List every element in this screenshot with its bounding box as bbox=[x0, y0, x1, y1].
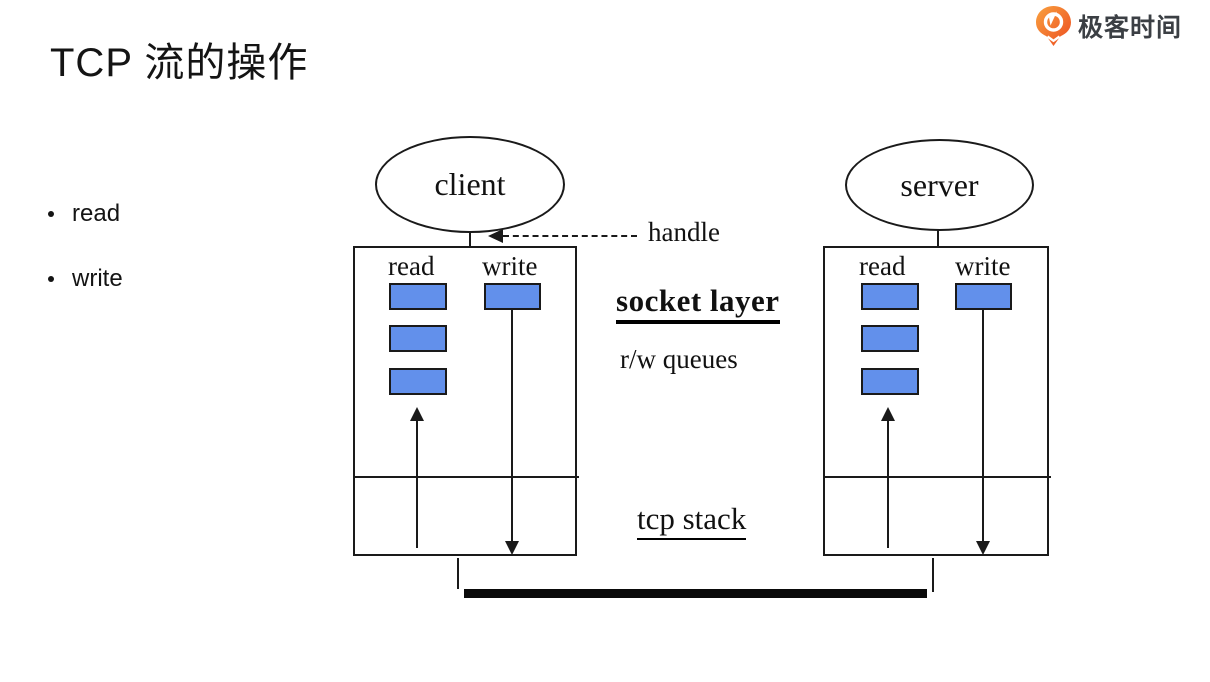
server-node-connector bbox=[937, 229, 939, 247]
client-box-divider bbox=[353, 476, 579, 478]
geektime-logo-icon bbox=[1036, 6, 1071, 46]
client-read-label: read bbox=[388, 251, 435, 281]
bullet-dot bbox=[48, 211, 54, 217]
server-box-divider bbox=[823, 476, 1051, 478]
server-write-label: write bbox=[955, 251, 1011, 281]
server-read-queue-item bbox=[861, 325, 919, 352]
bullet-dot bbox=[48, 276, 54, 282]
server-read-arrow-line bbox=[887, 420, 889, 548]
bullet-text: write bbox=[72, 265, 123, 292]
server-write-queue-item bbox=[955, 283, 1012, 310]
client-write-arrow-down-icon bbox=[505, 541, 519, 555]
bullet-list: read write bbox=[48, 200, 123, 330]
client-write-queue-item bbox=[484, 283, 541, 310]
client-node-connector bbox=[469, 232, 471, 247]
server-read-label: read bbox=[859, 251, 906, 281]
client-read-queue-item bbox=[389, 325, 447, 352]
handle-label: handle bbox=[648, 217, 720, 247]
server-write-arrow-down-icon bbox=[976, 541, 990, 555]
list-item: read bbox=[48, 200, 123, 228]
network-link-line bbox=[464, 589, 927, 598]
client-read-arrow-line bbox=[416, 420, 418, 548]
client-read-queue-item bbox=[389, 283, 447, 310]
list-item: write bbox=[48, 265, 123, 293]
client-node: client bbox=[375, 136, 565, 233]
bullet-text: read bbox=[72, 200, 121, 227]
rw-queues-label: r/w queues bbox=[620, 344, 738, 374]
server-socket-box bbox=[823, 246, 1049, 556]
server-read-queue-item bbox=[861, 283, 919, 310]
client-write-arrow-line bbox=[511, 309, 513, 542]
client-socket-box bbox=[353, 246, 577, 556]
handle-arrow-left-icon bbox=[488, 229, 503, 243]
server-stack-connector bbox=[932, 558, 934, 592]
geektime-logo: 极客时间 bbox=[1035, 5, 1182, 47]
server-read-queue-item bbox=[861, 368, 919, 395]
server-node: server bbox=[845, 139, 1034, 231]
server-write-arrow-line bbox=[982, 309, 984, 542]
client-stack-connector bbox=[457, 558, 459, 589]
geektime-logo-text: 极客时间 bbox=[1078, 14, 1183, 42]
socket-layer-label: socket layer bbox=[616, 283, 780, 324]
page-title: TCP 流的操作 bbox=[50, 41, 309, 85]
client-read-queue-item bbox=[389, 368, 447, 395]
handle-arrow-dashed-line bbox=[503, 235, 637, 237]
server-node-label: server bbox=[900, 166, 979, 203]
client-node-label: client bbox=[434, 166, 506, 202]
client-write-label: write bbox=[482, 251, 538, 281]
client-read-arrow-up-icon bbox=[410, 407, 424, 421]
server-read-arrow-up-icon bbox=[881, 407, 895, 421]
tcp-stack-label: tcp stack bbox=[637, 501, 747, 540]
